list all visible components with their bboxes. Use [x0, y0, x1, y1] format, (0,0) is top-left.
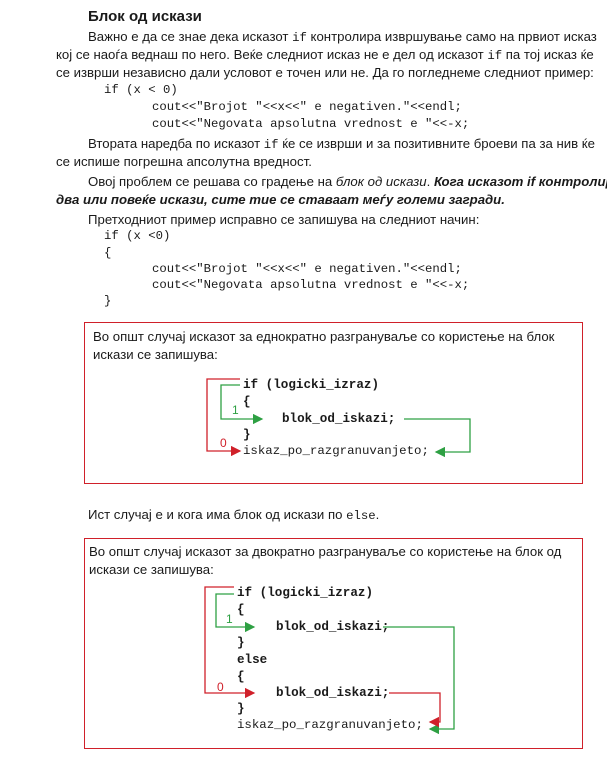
false-branch-label: 0 [220, 436, 227, 450]
paragraph-4: Претходниот пример исправно се запишува … [88, 212, 480, 227]
inline-code: if [487, 49, 503, 63]
paragraph-1-line-2: кој се наоѓа веднаш по него. Веќе следни… [56, 46, 594, 65]
box-2-code-after: iskaz_po_razgranuvanjeto; [237, 718, 423, 732]
text: па тој исказ ќе [502, 47, 594, 62]
code-line: } [104, 294, 112, 308]
text: . [375, 507, 380, 522]
box-2-line-2: искази се запишува: [89, 562, 214, 577]
code-line: cout<<"Brojot "<<x<<" e negativen."<<end… [152, 100, 462, 114]
box-2-code-open-brace: { [237, 603, 245, 617]
italic-text: блок од искази [335, 174, 427, 189]
box-2-line-1: Во општ случај исказот за двократно разг… [89, 544, 562, 559]
box-1-line-1: Во општ случај исказот за еднократно раз… [93, 329, 555, 344]
inline-code: if [292, 31, 307, 45]
box-1-code-open-brace: { [243, 395, 251, 409]
false-branch-label: 0 [217, 680, 224, 694]
box-2-code-block-2: blok_od_iskazi; [276, 686, 390, 700]
code-line: if (x < 0) [104, 83, 178, 97]
paragraph-5: Ист случај е и кога има блок од искази п… [88, 506, 379, 525]
true-branch-label: 1 [226, 612, 233, 626]
box-1-code-if: if (logicki_izraz) [243, 378, 380, 392]
code-line: { [104, 246, 112, 260]
text: ќе се изврши и за позитивните броеви па … [278, 136, 595, 151]
text: кој се наоѓа веднаш по него. Веќе следни… [56, 47, 488, 62]
inline-code: else [346, 509, 376, 523]
code-line: cout<<"Brojot "<<x<<" e negativen."<<end… [152, 262, 462, 276]
text: Ист случај е и кога има блок од искази п… [88, 507, 347, 522]
box-1-code-after: iskaz_po_razgranuvanjeto; [243, 444, 429, 458]
box-1-continue-arrow [404, 418, 471, 458]
box-2-code-open-brace-2: { [237, 670, 245, 684]
syntax-box-single-branch [84, 322, 583, 484]
box-2-code-if: if (logicki_izraz) [237, 586, 374, 600]
box-1-false-arrow [206, 378, 242, 457]
box-1-code-close-brace: } [243, 428, 251, 442]
text: Овој проблем се решава со градење на [88, 174, 336, 189]
paragraph-2-line-1: Втората наредба по исказот if ќе се извр… [88, 135, 595, 154]
box-2-code-block-1: blok_od_iskazi; [276, 620, 390, 634]
paragraph-3-line-1: Овој проблем се решава со градење на бло… [88, 173, 607, 191]
section-heading: Блок од искази [88, 8, 202, 25]
code-line: cout<<"Negovata apsolutna vrednost e "<<… [152, 117, 470, 131]
bold-italic-text: Кога исказот if контролира [433, 174, 607, 189]
true-branch-label: 1 [232, 403, 239, 417]
box-1-line-2: искази се запишува: [93, 347, 218, 362]
code-line: cout<<"Negovata apsolutna vrednost e "<<… [152, 278, 470, 292]
box-1-code-block: blok_od_iskazi; [282, 412, 396, 426]
paragraph-1-line-3: се изврши независно дали условот е точен… [56, 65, 594, 80]
code-line: if (x <0) [104, 229, 171, 243]
inline-code: if [263, 138, 279, 152]
paragraph-2-line-2: се испише погрешна апсолутна вредност. [56, 154, 312, 169]
text: контролира извршување само на првиот иск… [306, 29, 597, 44]
syntax-box-double-branch [84, 538, 583, 749]
paragraph-3-line-2: два или повеќе искази, сите тие се става… [56, 192, 505, 207]
box-2-continue-arrow-2 [389, 692, 441, 728]
text: Важно е да се знае дека исказот [88, 29, 293, 44]
text: . [426, 174, 434, 189]
box-2-code-close-brace-2: } [237, 702, 245, 716]
box-2-true-arrow [215, 593, 256, 633]
box-2-false-arrow [204, 586, 256, 699]
text: Втората наредба по исказот [88, 136, 264, 151]
box-2-continue-arrow-1 [383, 626, 455, 735]
box-2-code-else: else [237, 653, 268, 667]
box-2-code-close-brace: } [237, 636, 245, 650]
paragraph-1-line-1: Важно е да се знае дека исказот if контр… [88, 28, 597, 47]
box-1-true-arrow [220, 384, 264, 425]
